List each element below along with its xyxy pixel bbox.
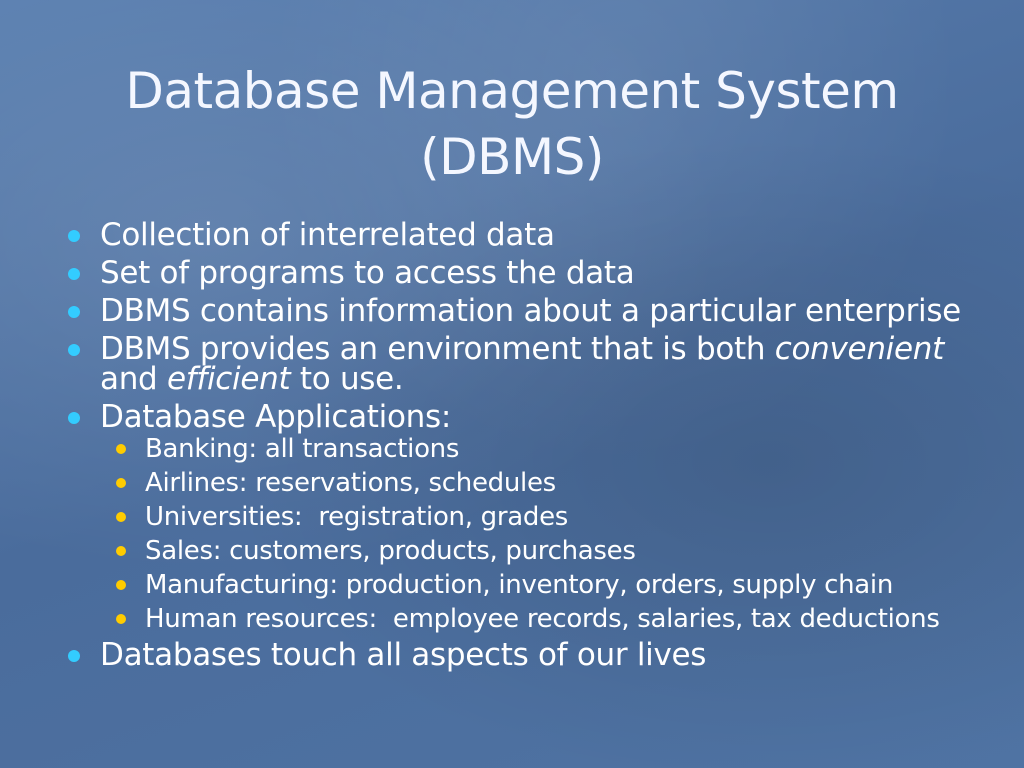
slide-title: Database Management System (DBMS): [60, 58, 964, 190]
application-item: Universities: registration, grades: [100, 504, 964, 530]
slide-title-line1: Database Management System: [125, 62, 899, 120]
bullet-text: Set of programs to access the data: [100, 255, 635, 291]
application-item: Human resources: employee records, salar…: [100, 606, 964, 632]
application-item: Sales: customers, products, purchases: [100, 538, 964, 564]
bullet-dot-icon: [68, 412, 80, 424]
bullet-text: Collection of interrelated data: [100, 217, 555, 253]
sub-bullet-dot-icon: [116, 546, 126, 556]
sub-bullet-dot-icon: [116, 512, 126, 522]
sub-bullet-dot-icon: [116, 580, 126, 590]
application-text: Universities: registration, grades: [145, 502, 569, 532]
sub-bullet-dot-icon: [116, 614, 126, 624]
bullet-text-mid: and: [100, 361, 167, 397]
bullet-dot-icon: [68, 268, 80, 280]
application-item: Manufacturing: production, inventory, or…: [100, 572, 964, 598]
bullet-text: Database Applications:: [100, 399, 451, 435]
application-item: Banking: all transactions: [100, 436, 964, 462]
bullet-item: DBMS provides an environment that is bot…: [64, 331, 964, 397]
slide-title-line2: (DBMS): [420, 128, 604, 186]
bullet-text-convenient: convenient: [774, 331, 945, 367]
bullet-text-pre: DBMS provides an environment that is bot…: [100, 331, 775, 367]
application-text: Airlines: reservations, schedules: [145, 468, 556, 498]
bullet-text-post: to use.: [290, 361, 404, 397]
bullet-item: DBMS contains information about a partic…: [64, 293, 964, 329]
application-item: Airlines: reservations, schedules: [100, 470, 964, 496]
bullet-item: Set of programs to access the data: [64, 255, 964, 291]
bullet-text: Databases touch all aspects of our lives: [100, 637, 707, 673]
application-text: Banking: all transactions: [145, 434, 460, 464]
bullet-dot-icon: [68, 344, 80, 356]
sub-bullet-dot-icon: [116, 444, 126, 454]
application-text: Human resources: employee records, salar…: [145, 604, 940, 634]
bullet-dot-icon: [68, 230, 80, 242]
application-text: Sales: customers, products, purchases: [145, 536, 636, 566]
application-text: Manufacturing: production, inventory, or…: [145, 570, 894, 600]
bullet-text: DBMS contains information about a partic…: [100, 293, 961, 329]
sub-bullet-dot-icon: [116, 478, 126, 488]
bullet-item: Collection of interrelated data: [64, 217, 964, 253]
bullet-list: Collection of interrelated data Set of p…: [64, 220, 964, 678]
bullet-item: Databases touch all aspects of our lives: [64, 637, 964, 673]
bullet-dot-icon: [68, 650, 80, 662]
bullet-text-efficient: efficient: [166, 361, 291, 397]
bullet-item: Database Applications: Banking: all tran…: [64, 402, 964, 632]
application-list: Banking: all transactions Airlines: rese…: [100, 436, 964, 632]
bullet-dot-icon: [68, 306, 80, 318]
